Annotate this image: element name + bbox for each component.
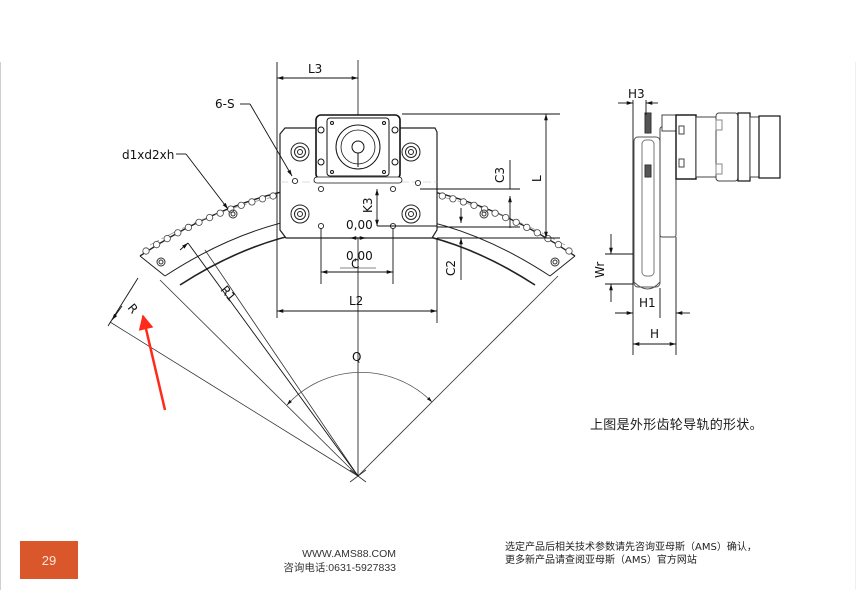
carriage-bolts [290, 142, 421, 224]
label-value-a: 0,00 [346, 218, 373, 232]
label-q: Q [352, 350, 361, 364]
label-h1: H1 [639, 296, 656, 310]
rail-hole [459, 198, 467, 206]
rail-hole [512, 218, 520, 226]
website-link[interactable]: WWW.AMS88.COM [302, 548, 396, 560]
footer-note-line-1: 选定产品后相关技术参数请先咨询亚母斯（AMS）确认， [505, 542, 757, 553]
rail-hole [523, 223, 531, 231]
rail-hole [174, 229, 182, 237]
rail-hole [449, 195, 457, 203]
phone-number: 咨询电话:0631-5927833 [283, 562, 396, 574]
rail-hole [491, 209, 499, 217]
rail-holes [142, 189, 573, 255]
label-r1: R1 [218, 283, 239, 304]
page-number: 29 [41, 552, 57, 568]
rail-hole [206, 214, 214, 222]
label-c2: C2 [444, 260, 458, 276]
rail-hole [184, 223, 192, 231]
label-c: C [351, 257, 359, 271]
rail-hole [470, 201, 478, 209]
rail-hole [554, 241, 563, 249]
label-h: H [650, 327, 659, 341]
rail-hole [163, 235, 171, 243]
rail-hole [565, 247, 573, 255]
rail-hole [502, 214, 510, 222]
footer-contact: WWW.AMS88.COM 咨询电话:0631-5927833 [283, 547, 396, 575]
label-l2: L2 [349, 294, 363, 308]
label-6-s: 6-S [215, 97, 235, 111]
label-value-b: 0,00 [346, 249, 373, 263]
rail-hole [248, 198, 256, 206]
rail-hole [142, 247, 150, 255]
dimension-lines [107, 62, 560, 477]
footer-note: 选定产品后相关技术参数请先咨询亚母斯（AMS）确认， 更多新产品请查阅亚母斯（A… [505, 541, 757, 567]
label-k3: K3 [361, 197, 375, 213]
rail-hole [438, 192, 446, 200]
front-view: L3 6-S d1xd2xh 0,00 0,00 C L2 Q K3 C3 L … [107, 60, 576, 483]
drawing-caption: 上图是外形齿轮导轨的形状。 [590, 418, 763, 433]
footer-note-line-2: 更多新产品请查阅亚母斯（AMS）官方网站 [505, 555, 697, 566]
q-angle-arc [286, 371, 433, 406]
rail-mount-holes [156, 209, 560, 267]
rail-hole [269, 192, 277, 200]
side-view: H3 Wr H1 H [593, 87, 781, 355]
red-annotation-arrow [138, 314, 167, 411]
label-wr: Wr [593, 262, 607, 278]
rail-hole [258, 195, 267, 203]
rail-hole [153, 241, 161, 249]
rail-hole [237, 201, 245, 209]
rail-hole [216, 209, 224, 217]
page-border-left [0, 62, 1, 590]
label-l3: L3 [308, 62, 322, 76]
motor-housing [313, 114, 403, 184]
label-d1xd2xh: d1xd2xh [122, 148, 174, 162]
label-r: R [125, 301, 141, 316]
label-l: L [530, 175, 544, 182]
label-c3: C3 [493, 167, 507, 183]
label-h3: H3 [628, 87, 645, 101]
rail-hole [227, 205, 235, 213]
rail-hole [533, 229, 541, 237]
page-number-badge: 29 [20, 541, 78, 579]
rail-hole [195, 218, 203, 226]
